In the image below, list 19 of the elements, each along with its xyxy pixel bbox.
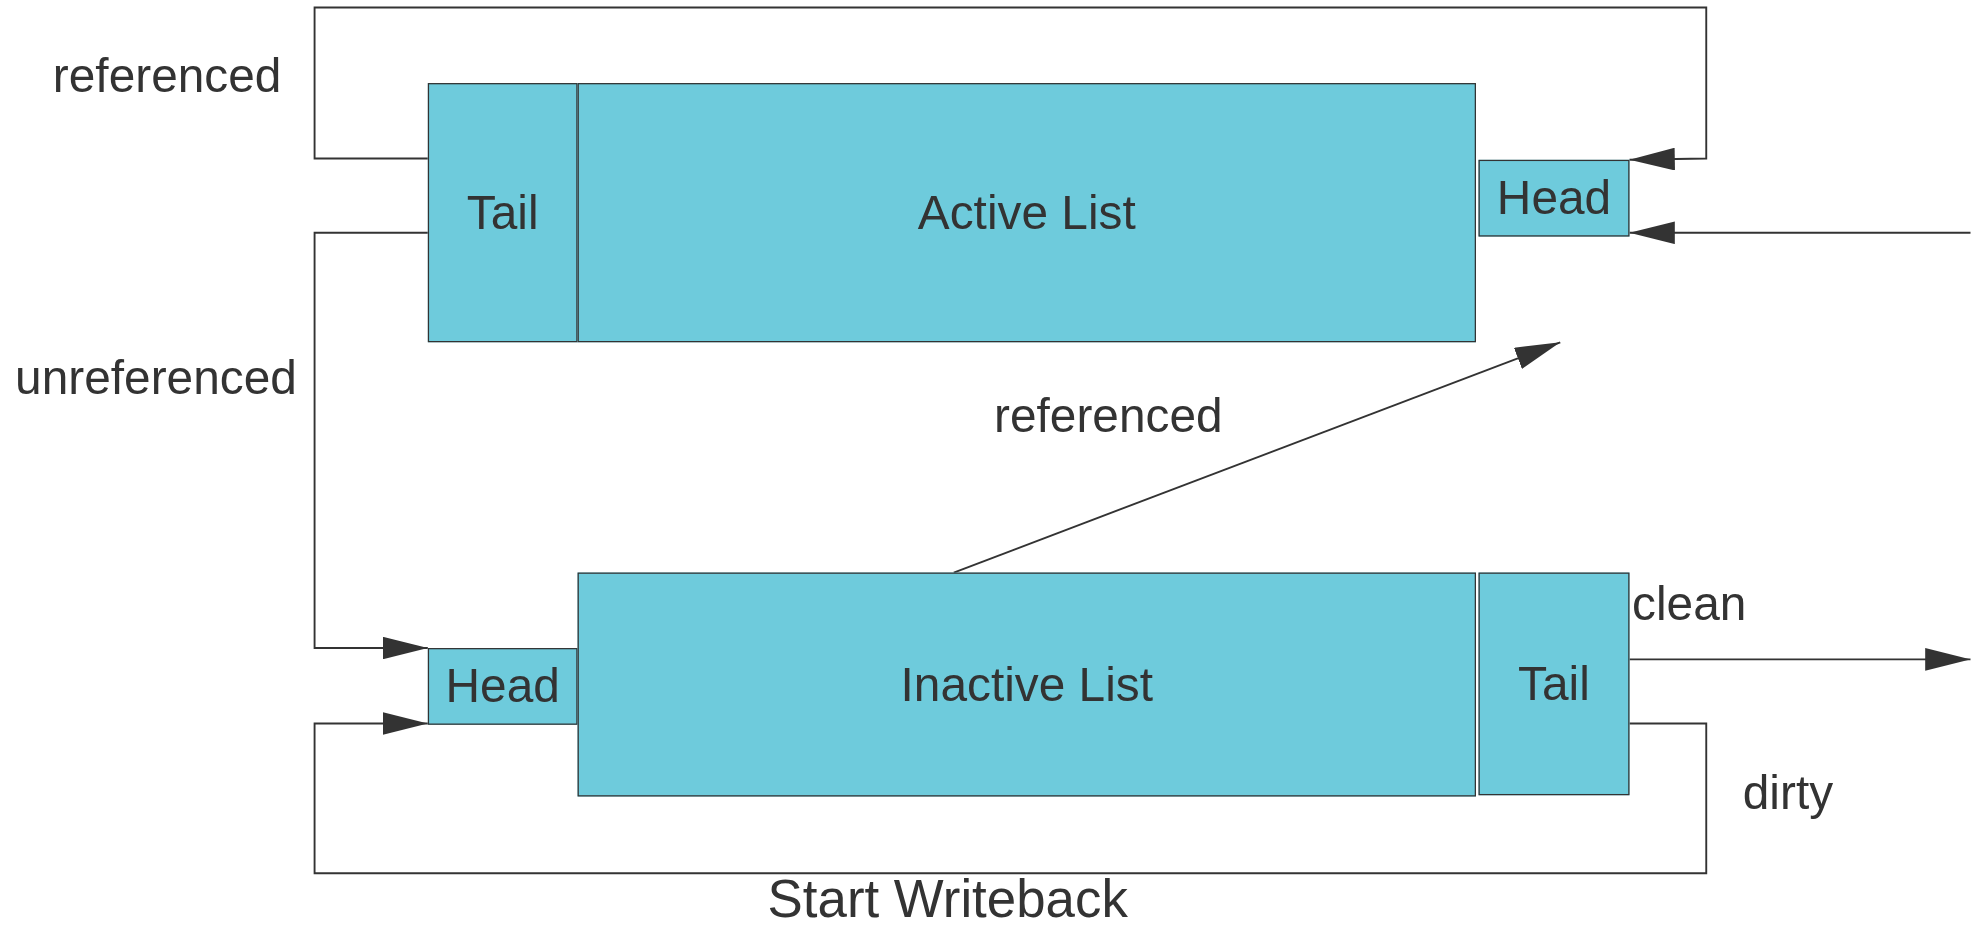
node-label: Active List xyxy=(917,185,1136,240)
arrow xyxy=(1628,221,1972,245)
tail-box xyxy=(427,83,578,343)
list-box xyxy=(577,572,1476,797)
arrow xyxy=(313,6,1708,171)
node-label: Tail xyxy=(1518,656,1590,711)
head-box xyxy=(1478,159,1630,237)
arrow xyxy=(1628,648,1972,671)
node-label: Head xyxy=(1496,171,1612,226)
arrow xyxy=(952,339,1562,574)
caption-text: Start Writeback xyxy=(767,870,1128,929)
head-box xyxy=(427,648,578,725)
node-label: Tail xyxy=(466,185,539,240)
node-label: Head xyxy=(445,659,560,714)
arrow xyxy=(313,712,1708,875)
list-box xyxy=(577,83,1476,343)
arrow xyxy=(313,231,429,660)
node-label: Inactive List xyxy=(900,657,1153,712)
tail-box xyxy=(1478,572,1630,796)
